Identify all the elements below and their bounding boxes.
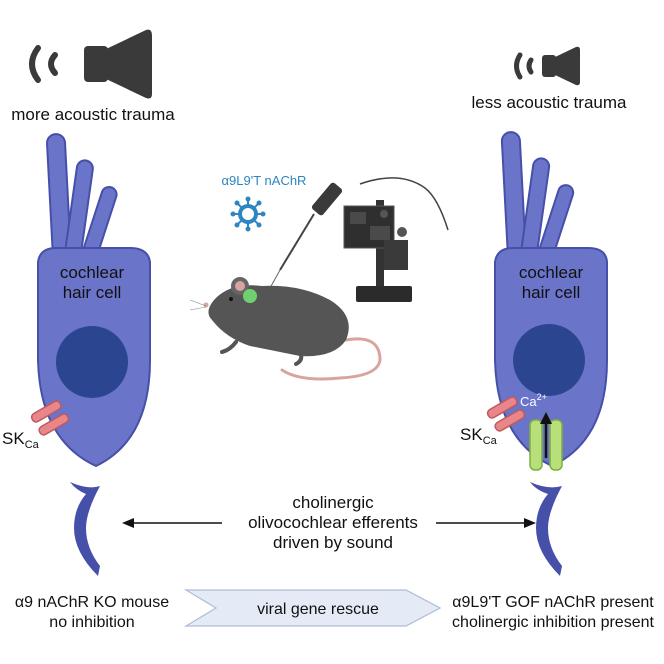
left-cell-label-2: hair cell <box>63 283 122 302</box>
left-efferent-fiber <box>70 482 100 576</box>
left-cell-label-1: cochlear <box>60 263 125 282</box>
nachr-channel <box>529 419 563 471</box>
left-nucleus <box>56 326 128 398</box>
quiet-speaker-icon <box>514 46 580 86</box>
left-sk-label: SKCa <box>2 429 40 451</box>
calcium-influx-arrow-icon <box>540 412 552 458</box>
efferent-label-1: cholinergic <box>292 493 374 512</box>
right-efferent-fiber <box>530 482 562 576</box>
right-cell-label-2: hair cell <box>522 283 581 302</box>
virus-icon <box>230 196 266 232</box>
mouse-icon <box>189 277 382 381</box>
left-hair-cell <box>37 133 151 468</box>
left-title: more acoustic trauma <box>11 105 175 124</box>
left-sk-channel <box>30 400 70 436</box>
efferent-label-3: driven by sound <box>273 533 393 552</box>
right-sk-label: SKCa <box>460 425 498 447</box>
loud-speaker-icon <box>29 29 152 99</box>
right-title: less acoustic trauma <box>472 93 627 112</box>
left-bottom-label-1: α9 nAChR KO mouse <box>15 594 169 611</box>
rescue-label: viral gene rescue <box>257 601 379 618</box>
right-cell-label-1: cochlear <box>519 263 584 282</box>
left-bottom-label-2: no inhibition <box>49 614 134 631</box>
left-efferent-arrow-icon <box>122 518 222 528</box>
right-bottom-label-2: cholinergic inhibition present <box>452 614 654 631</box>
vector-label: α9L9'T nAChR <box>222 173 307 188</box>
right-nucleus <box>513 324 585 396</box>
right-sk-channel <box>486 396 526 432</box>
right-efferent-arrow-icon <box>436 518 536 528</box>
calcium-ion-label: Ca2+ <box>520 392 547 409</box>
rescue-arrow-shape <box>183 589 442 627</box>
stereotaxic-injector-icon <box>269 177 449 302</box>
right-bottom-label-1: α9L9'T GOF nAChR present <box>452 594 654 611</box>
efferent-label-2: olivocochlear efferents <box>248 513 418 532</box>
